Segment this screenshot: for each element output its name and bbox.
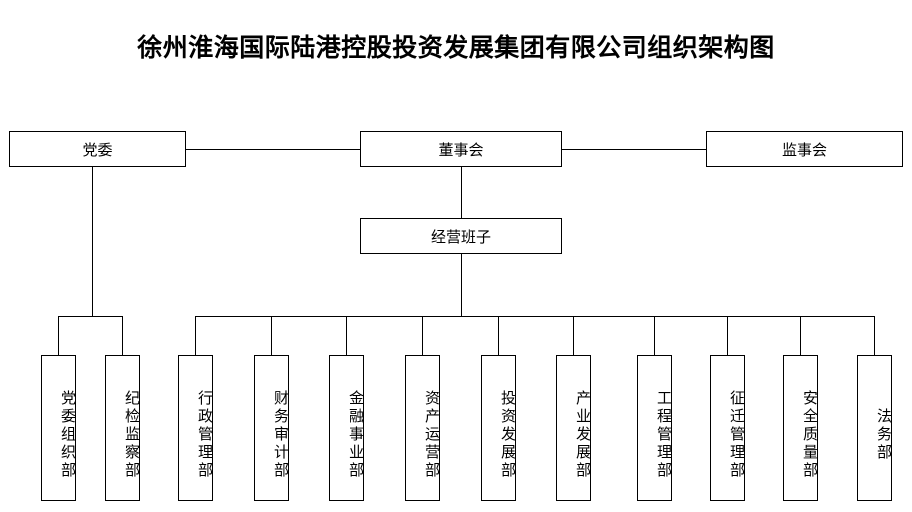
- node-label: 经营班子: [430, 227, 491, 246]
- node-label: 产业发展部: [574, 390, 592, 480]
- node-label: 行政管理部: [196, 390, 214, 480]
- node-label: 金融事业部: [347, 390, 365, 480]
- connector-drop-legal-affairs-dept: [874, 316, 875, 355]
- node-discipline-inspection-dept[interactable]: 纪检监察部: [105, 355, 141, 501]
- node-industry-development-dept[interactable]: 产业发展部: [556, 355, 592, 501]
- node-financial-business-dept[interactable]: 金融事业部: [329, 355, 365, 501]
- node-label: 安全质量部: [801, 390, 819, 480]
- node-label: 征迁管理部: [728, 390, 746, 480]
- connector-drop-safety-quality-dept: [800, 316, 801, 355]
- connector-drop-engineering-management-dept: [654, 316, 655, 355]
- node-label: 法务部: [875, 408, 893, 462]
- connector-drop-discipline-inspection-dept: [122, 316, 123, 355]
- node-label: 纪检监察部: [123, 390, 141, 480]
- page-title: 徐州淮海国际陆港控股投资发展集团有限公司组织架构图: [137, 33, 775, 62]
- node-board-of-supervisors[interactable]: 监事会: [706, 131, 903, 167]
- connector-party-bus: [58, 316, 123, 317]
- node-relocation-management-dept[interactable]: 征迁管理部: [710, 355, 746, 501]
- connector-party-to-bus: [92, 167, 93, 317]
- node-label: 党委: [82, 140, 113, 159]
- node-engineering-management-dept[interactable]: 工程管理部: [637, 355, 673, 501]
- node-label: 工程管理部: [655, 390, 673, 480]
- connector-party-to-board: [186, 149, 360, 150]
- node-finance-audit-dept[interactable]: 财务审计部: [254, 355, 290, 501]
- node-label: 监事会: [781, 140, 827, 159]
- node-investment-development-dept[interactable]: 投资发展部: [481, 355, 517, 501]
- connector-drop-relocation-management-dept: [727, 316, 728, 355]
- node-label: 投资发展部: [499, 390, 517, 480]
- node-label: 财务审计部: [272, 390, 290, 480]
- node-party-committee[interactable]: 党委: [9, 131, 186, 167]
- connector-management-bus: [195, 316, 875, 317]
- node-safety-quality-dept[interactable]: 安全质量部: [783, 355, 819, 501]
- connector-board-to-supervisors: [562, 149, 706, 150]
- node-asset-operation-dept[interactable]: 资产运营部: [405, 355, 441, 501]
- connector-management-to-bus: [461, 254, 462, 317]
- connector-drop-investment-development-dept: [498, 316, 499, 355]
- connector-drop-asset-operation-dept: [422, 316, 423, 355]
- node-label: 资产运营部: [423, 390, 441, 480]
- connector-drop-administration-dept: [195, 316, 196, 355]
- node-label: 党委组织部: [59, 390, 77, 480]
- node-management-team[interactable]: 经营班子: [360, 218, 562, 254]
- connector-drop-financial-business-dept: [346, 316, 347, 355]
- connector-drop-party-organization-dept: [58, 316, 59, 355]
- node-administration-dept[interactable]: 行政管理部: [178, 355, 214, 501]
- node-party-organization-dept[interactable]: 党委组织部: [41, 355, 77, 501]
- connector-drop-industry-development-dept: [573, 316, 574, 355]
- node-legal-affairs-dept[interactable]: 法务部: [857, 355, 893, 501]
- node-label: 董事会: [438, 140, 484, 159]
- connector-board-to-management: [461, 167, 462, 218]
- connector-drop-finance-audit-dept: [271, 316, 272, 355]
- node-board-of-directors[interactable]: 董事会: [360, 131, 562, 167]
